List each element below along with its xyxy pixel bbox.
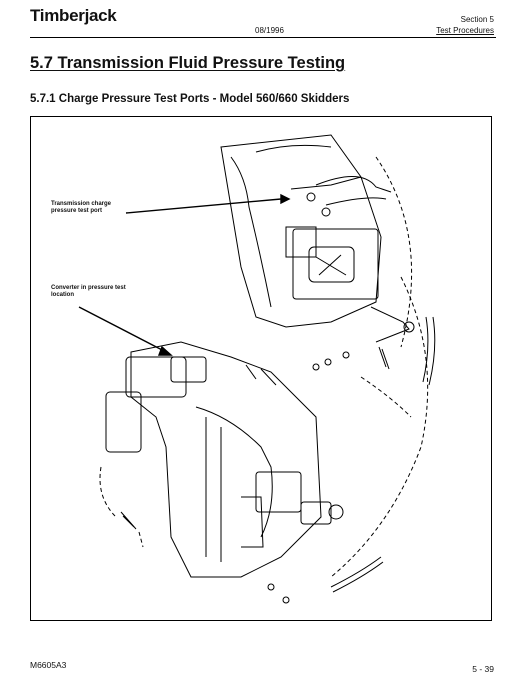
brand-logo: Timberjack bbox=[30, 6, 117, 25]
upper-housing bbox=[220, 134, 382, 328]
section-title: Test Procedures bbox=[436, 26, 494, 35]
header-section: Section 5 Test Procedures bbox=[436, 14, 494, 36]
figure-frame: 15 Transmission charge pressure test por… bbox=[30, 116, 492, 621]
hose-lower bbox=[330, 556, 384, 593]
page-subtitle: 5.7.1 Charge Pressure Test Ports - Model… bbox=[30, 93, 350, 105]
hose-right bbox=[422, 316, 436, 386]
footer-doc-code: M6605A3 bbox=[30, 660, 67, 670]
hose-upper bbox=[315, 176, 392, 206]
valve-block bbox=[125, 356, 187, 398]
lower-housing bbox=[130, 341, 322, 578]
footer-page-number: 5 - 39 bbox=[472, 664, 494, 674]
transmission-drawing: 15 bbox=[78, 134, 436, 604]
callout-converter: Converter in pressure test location bbox=[51, 285, 126, 298]
header-date: 08/1996 bbox=[255, 26, 284, 35]
header-rule bbox=[30, 37, 496, 38]
page-title: 5.7 Transmission Fluid Pressure Testing bbox=[30, 54, 346, 72]
section-number: Section 5 bbox=[460, 15, 494, 24]
callout-charge-port: Transmission charge pressure test port bbox=[51, 201, 112, 214]
